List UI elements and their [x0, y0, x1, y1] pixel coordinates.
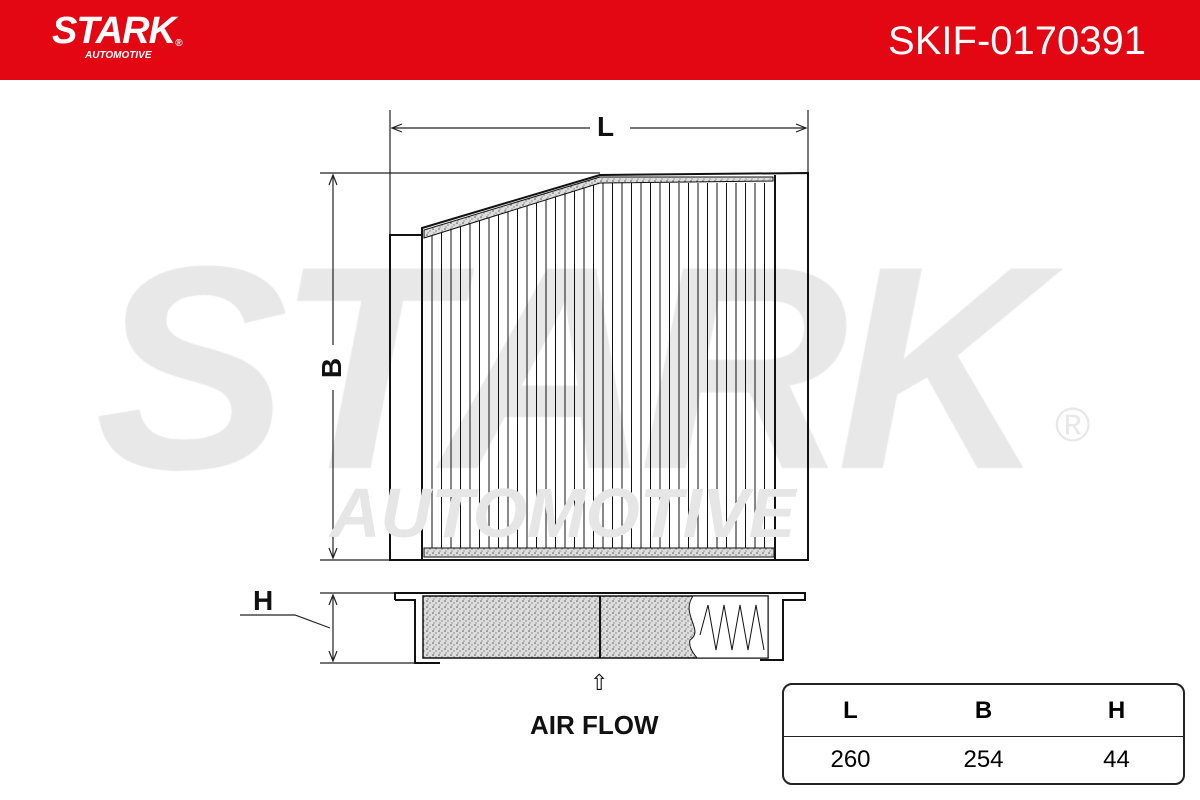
height-label: H — [253, 585, 274, 616]
airflow-arrow-icon: ⇧ — [590, 670, 609, 695]
length-label: L — [597, 111, 615, 142]
brand-logo: STARK® AUTOMOTIVE — [52, 10, 183, 61]
value-h: 44 — [1103, 746, 1130, 773]
watermark-reg: ® — [1055, 399, 1091, 452]
airflow-label: AIR FLOW — [530, 710, 659, 740]
brand-name: STARK — [52, 10, 176, 52]
dimension-lines — [240, 110, 809, 664]
value-b: 254 — [963, 746, 1004, 773]
part-number: SKIF-0170391 — [888, 19, 1146, 63]
header-b: B — [917, 685, 1050, 737]
brand-sub: AUTOMOTIVE — [85, 50, 152, 61]
header-bar: STARK® AUTOMOTIVE SKIF-0170391 — [0, 0, 1200, 80]
header-h: H — [1050, 685, 1183, 737]
value-l: 260 — [830, 746, 871, 773]
watermark-sub: AUTOMOTIVE — [330, 474, 796, 552]
filter-side-view — [394, 592, 806, 664]
width-label: B — [316, 357, 348, 379]
header-l: L — [784, 685, 917, 737]
filter-top-view — [389, 171, 809, 561]
